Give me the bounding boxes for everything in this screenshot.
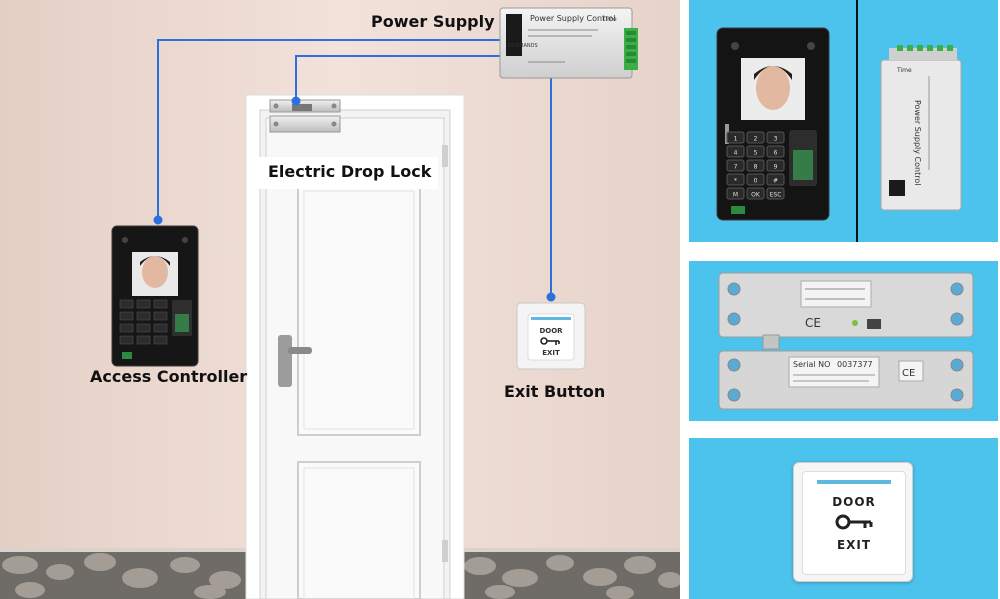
scene-exit-door-text: DOOR bbox=[539, 327, 563, 335]
product-panel-drop-lock: CE Serial NO 0037377 CE bbox=[689, 261, 998, 421]
panel-psu-title-text: Power Supply Control bbox=[913, 100, 922, 185]
door-lower-panel bbox=[297, 461, 421, 599]
panel-power-supply: Power Supply Control Time bbox=[880, 45, 962, 211]
label-power-supply: Power Supply bbox=[371, 12, 495, 31]
panel-lock-top-bar: CE bbox=[718, 272, 974, 350]
product-panel-exit-button: DOOR EXIT bbox=[689, 438, 998, 599]
keypad-key bbox=[726, 187, 745, 200]
keypad-key-label: 6 bbox=[774, 150, 778, 157]
keypad-key-label: 9 bbox=[774, 164, 778, 171]
access-controller-device bbox=[111, 225, 199, 367]
panel-access-controller: 1 2 3 4 5 6 7 8 9 * 0 # M OK ESC bbox=[716, 27, 830, 221]
keypad-key-label: ESC bbox=[770, 192, 782, 199]
keypad-key bbox=[746, 145, 765, 158]
wiring bbox=[157, 39, 552, 297]
label-access-controller: Access Controller bbox=[90, 367, 248, 386]
keypad-key-label: 4 bbox=[734, 150, 738, 157]
psu-title-text: Power Supply Control bbox=[530, 14, 615, 23]
panel-lock-ce-top: CE bbox=[805, 316, 821, 330]
keypad-key-label: 5 bbox=[754, 150, 758, 157]
keypad-key-label: 8 bbox=[754, 164, 758, 171]
keypad-key-label: 3 bbox=[774, 136, 778, 143]
keypad-key bbox=[726, 173, 745, 186]
keypad-key bbox=[746, 173, 765, 186]
keypad-key bbox=[746, 131, 765, 144]
keypad-key bbox=[746, 187, 765, 200]
keypad-key-label: 7 bbox=[734, 164, 738, 171]
label-exit-button: Exit Button bbox=[504, 382, 606, 401]
keypad-key-label: M bbox=[733, 192, 738, 199]
product-panel-controller-psu: 1 2 3 4 5 6 7 8 9 * 0 # M OK ESC Power Supply Control … bbox=[689, 0, 998, 242]
panel-lock-ce-bottom: CE bbox=[902, 368, 915, 379]
panel-lock-serial-number: 0037377 bbox=[837, 360, 873, 369]
keypad-key-label: 0 bbox=[754, 178, 758, 185]
installation-scene: Power Supply Control GOGHANDS Time bbox=[0, 0, 680, 599]
door-upper-panel bbox=[297, 184, 421, 436]
scene-exit-exit-text: EXIT bbox=[542, 349, 560, 357]
exit-button-exit-text: EXIT bbox=[836, 538, 872, 552]
exit-button-indicator bbox=[817, 480, 891, 484]
panel-psu-time-text: Time bbox=[896, 67, 912, 74]
panel-keypad: 1 2 3 4 5 6 7 8 9 * 0 # M OK ESC bbox=[726, 131, 785, 200]
exit-button-plate: DOOR EXIT bbox=[793, 462, 913, 582]
keypad-key bbox=[766, 173, 785, 186]
exit-button-device: DOOR EXIT bbox=[516, 302, 586, 370]
keypad-key bbox=[766, 187, 785, 200]
drop-lock-illustration: CE Serial NO 0037377 CE bbox=[718, 272, 974, 410]
key-icon bbox=[835, 514, 875, 530]
keypad-key bbox=[726, 159, 745, 172]
scene-key-icon bbox=[540, 337, 560, 345]
power-supply-device: Power Supply Control GOGHANDS Time bbox=[499, 7, 638, 79]
controller-psu-illustration: 1 2 3 4 5 6 7 8 9 * 0 # M OK ESC Power Supply Control … bbox=[716, 0, 962, 242]
keypad-key bbox=[766, 145, 785, 158]
keypad-key-label: 1 bbox=[734, 136, 738, 143]
keypad-key bbox=[726, 131, 745, 144]
keypad-key-label: 2 bbox=[754, 136, 758, 143]
electric-drop-lock-device bbox=[269, 99, 341, 133]
keypad-key-label: * bbox=[734, 178, 737, 185]
keypad-key bbox=[766, 131, 785, 144]
label-electric-drop-lock: Electric Drop Lock bbox=[268, 162, 432, 181]
keypad-key-label: OK bbox=[751, 192, 761, 199]
psu-time-text: Time bbox=[601, 16, 617, 23]
keypad-key bbox=[746, 159, 765, 172]
keypad-key-label: # bbox=[773, 178, 778, 185]
keypad-key bbox=[766, 159, 785, 172]
exit-button-door-text: DOOR bbox=[832, 495, 876, 509]
drop-lock-label-bg bbox=[252, 157, 438, 189]
psu-brand-text: GOGHANDS bbox=[508, 43, 538, 49]
exit-button-face: DOOR EXIT bbox=[802, 471, 906, 575]
door-handle bbox=[278, 335, 292, 387]
scene-illustration: Power Supply Control GOGHANDS Time bbox=[0, 0, 680, 599]
panel-lock-serial-label: Serial NO bbox=[793, 360, 830, 369]
panel-lock-bottom-bar: Serial NO 0037377 CE bbox=[718, 350, 974, 410]
keypad-key bbox=[726, 145, 745, 158]
